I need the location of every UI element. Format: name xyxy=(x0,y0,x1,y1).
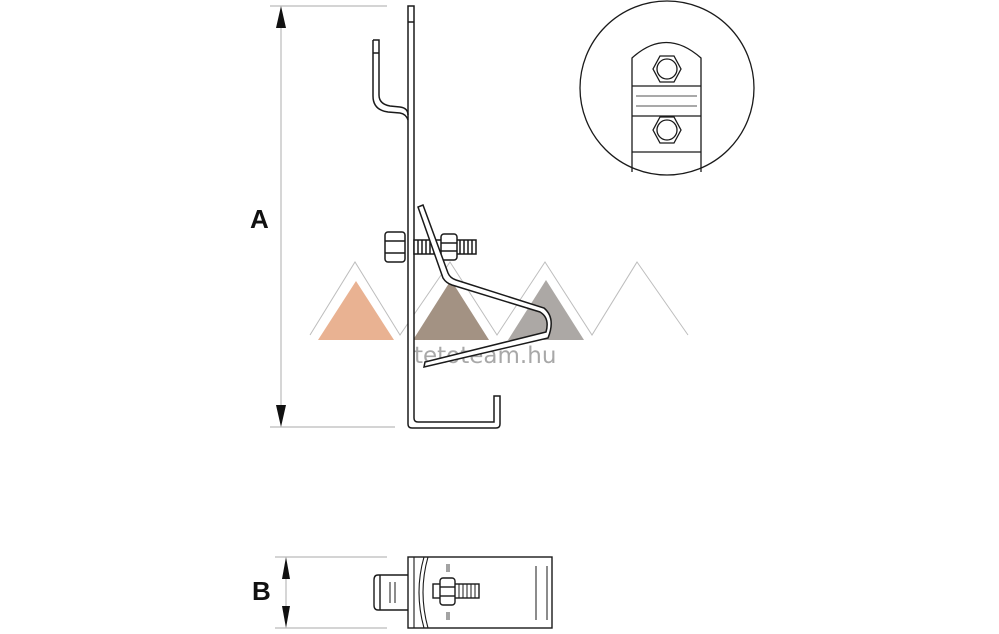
dimension-b xyxy=(275,556,387,629)
bracket-side-view xyxy=(372,5,552,429)
bracket-top-view xyxy=(373,556,553,629)
hex-bolt-icon xyxy=(652,55,682,83)
watermark-triangle-brown xyxy=(413,280,489,340)
watermark-logo: tetoteam.hu xyxy=(309,261,689,369)
dimension-a-label: A xyxy=(250,204,269,234)
dimension-a xyxy=(270,5,395,428)
hex-bolt-icon xyxy=(652,116,682,144)
detail-view-circle xyxy=(579,0,755,176)
watermark-triangle-orange xyxy=(318,281,394,340)
dimension-b-label: B xyxy=(252,576,271,606)
